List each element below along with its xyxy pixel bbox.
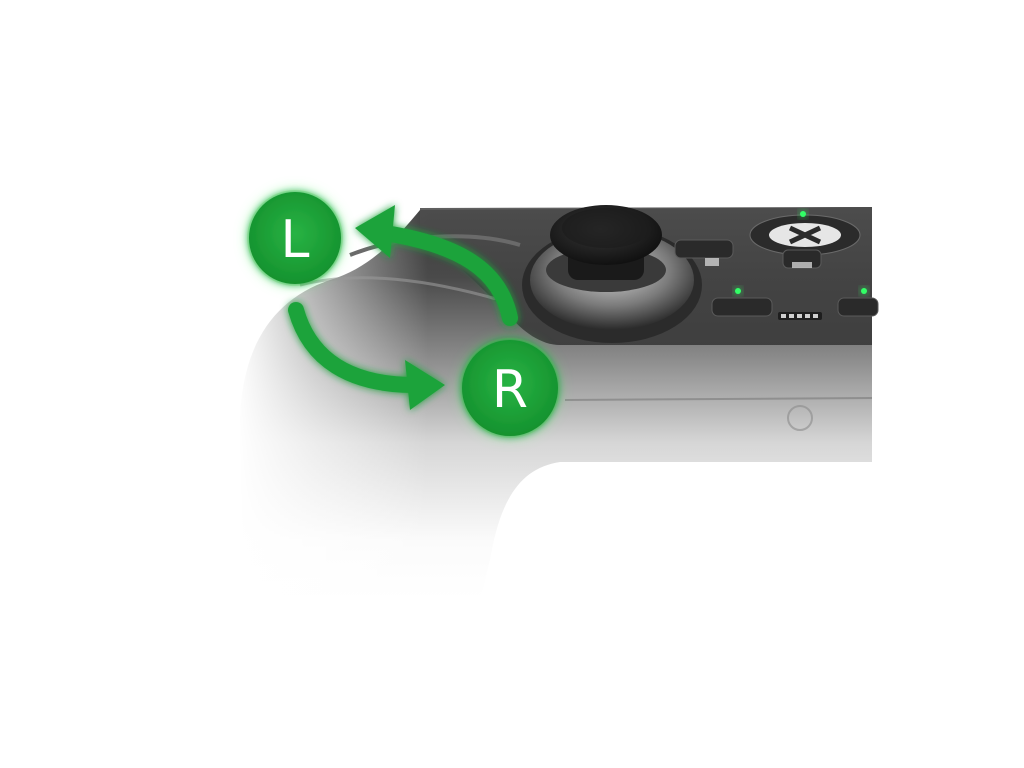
arrow-to-left-icon bbox=[377, 225, 518, 326]
mode-indicator-dots bbox=[778, 312, 822, 320]
arrow-head-right-icon bbox=[405, 360, 445, 410]
left-thumbstick bbox=[522, 205, 702, 343]
share-button bbox=[782, 249, 822, 269]
swap-arrows bbox=[288, 205, 518, 410]
right-badge-label: R bbox=[492, 360, 528, 420]
arrow-head-left-icon bbox=[355, 205, 395, 258]
left-badge-label: L bbox=[281, 210, 310, 270]
right-function-button bbox=[837, 288, 879, 317]
left-function-button bbox=[711, 288, 773, 317]
xbox-guide-button bbox=[749, 211, 861, 256]
right-paddle-badge: R bbox=[460, 338, 560, 438]
left-paddle-badge: L bbox=[247, 190, 343, 286]
arrow-to-right-icon bbox=[288, 302, 423, 393]
view-button bbox=[674, 239, 734, 266]
guide-indicator-led bbox=[800, 211, 806, 217]
